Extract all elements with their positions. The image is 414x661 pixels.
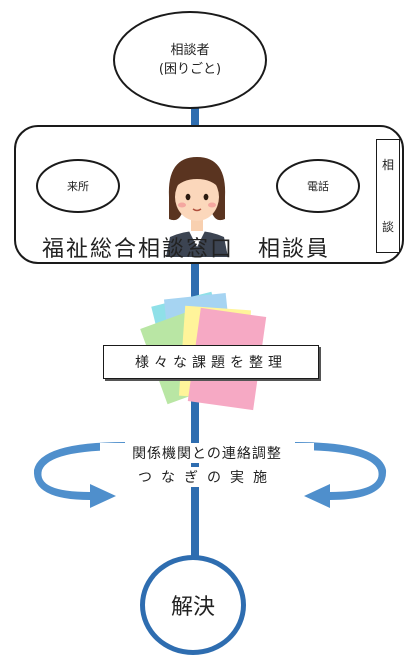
side-tab-char-1: 相 — [381, 158, 394, 172]
phone-ellipse: 電話 — [276, 159, 360, 213]
left-curved-arrow — [33, 442, 125, 508]
side-tab: 相 談 — [376, 139, 400, 253]
flow-line-top — [191, 103, 199, 127]
resolution-label: 解決 — [170, 595, 215, 620]
side-tab-char-2: 談 — [381, 220, 394, 234]
visit-ellipse: 来所 — [36, 159, 120, 213]
coordination-line-2: つなぎの実施 — [100, 467, 314, 487]
consultation-window-panel: 来所 電話 相 談 福祉総合相談窓口 相談員 — [14, 125, 404, 264]
counselor-illustration — [166, 157, 228, 257]
organize-issues-label: 様々な課題を整理 — [135, 355, 287, 371]
coordination-line-1: 関係機関との連絡調整 — [100, 443, 314, 463]
consultant-ellipse: 相談者 (困りごと) — [113, 11, 267, 109]
window-title: 福祉総合相談窓口 相談員 — [42, 237, 331, 262]
visit-label: 来所 — [67, 180, 89, 193]
right-curved-arrow — [295, 442, 387, 508]
consultant-label: 相談者 — [170, 43, 210, 58]
resolution-circle: 解決 — [140, 555, 246, 655]
organize-issues-box: 様々な課題を整理 — [103, 345, 319, 379]
phone-label: 電話 — [307, 180, 329, 193]
consultant-trouble-label: (困りごと) — [158, 62, 222, 77]
